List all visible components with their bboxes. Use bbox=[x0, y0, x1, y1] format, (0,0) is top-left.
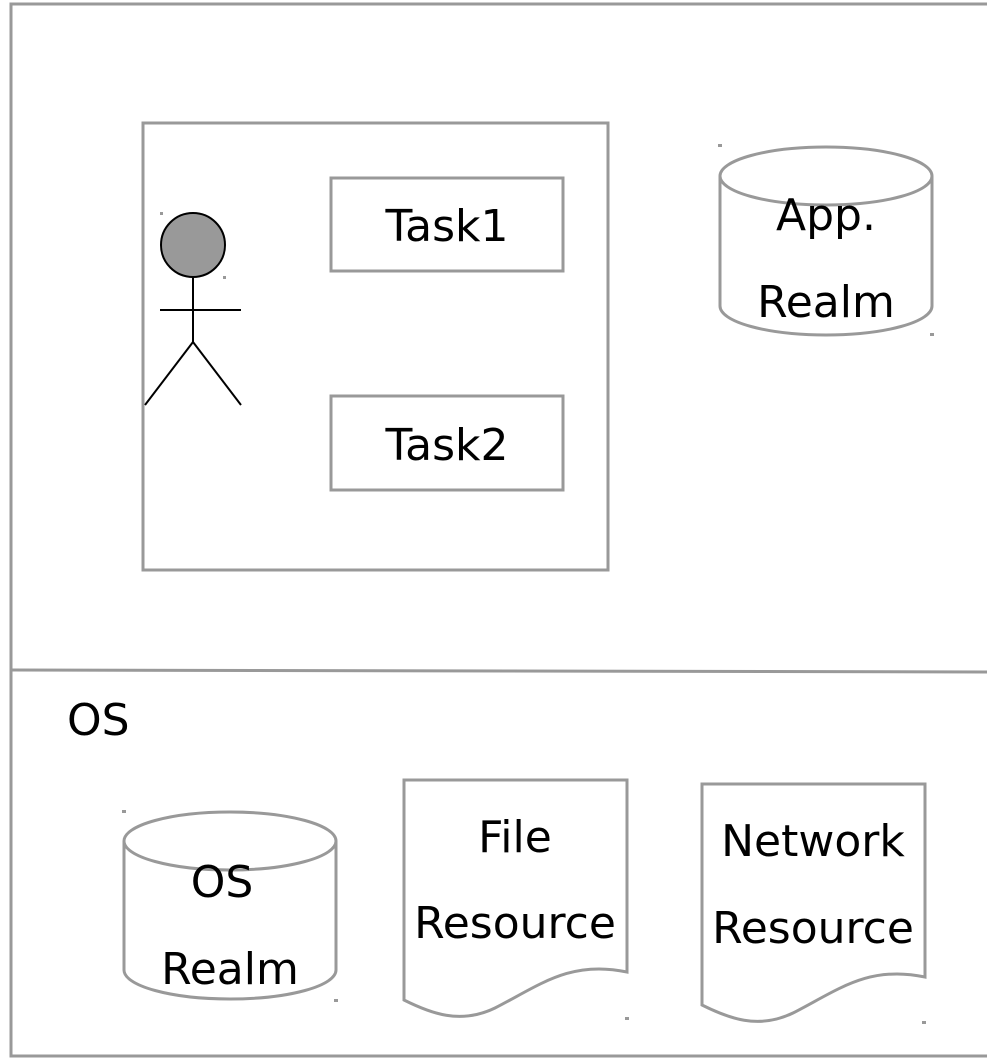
app-realm-top bbox=[718, 145, 934, 207]
task1-box: Task1 bbox=[329, 176, 565, 273]
app-realm-body bbox=[718, 176, 934, 337]
connection-point bbox=[922, 1021, 926, 1024]
connection-point bbox=[122, 810, 126, 813]
connection-point bbox=[625, 1017, 629, 1020]
task1-label: Task1 bbox=[385, 201, 509, 252]
os-realm-label-line1: OS bbox=[191, 857, 254, 908]
actor-left-leg bbox=[144, 341, 194, 406]
os-realm-top bbox=[122, 810, 338, 872]
network-resource-shape bbox=[700, 782, 927, 1023]
application-box bbox=[141, 121, 610, 572]
connection-point bbox=[223, 276, 226, 279]
network-resource-document: Network Resource bbox=[700, 782, 927, 1023]
connection-points bbox=[122, 144, 934, 1024]
os-realm-body bbox=[122, 841, 338, 1001]
actor-right-leg bbox=[192, 341, 242, 406]
app-realm-label-line2: Realm bbox=[757, 277, 895, 328]
app-realm-cylinder: App. Realm bbox=[718, 145, 934, 337]
file-resource-label-line1: File bbox=[478, 812, 552, 863]
network-resource-label-line1: Network bbox=[721, 816, 905, 867]
outer-frame bbox=[9, 2, 987, 1058]
connection-point bbox=[334, 999, 338, 1002]
os-realm-label-line2: Realm bbox=[161, 944, 299, 995]
connection-point bbox=[160, 212, 163, 215]
os-layer-title: OS bbox=[67, 695, 130, 746]
file-resource-shape bbox=[402, 778, 629, 1018]
actor-icon bbox=[144, 212, 242, 406]
task2-label: Task2 bbox=[385, 420, 509, 471]
task1-frame bbox=[329, 176, 565, 273]
task2-frame bbox=[329, 394, 565, 492]
actor-head bbox=[160, 212, 226, 278]
layer-divider bbox=[10, 668, 987, 674]
connection-point bbox=[930, 333, 934, 336]
task2-box: Task2 bbox=[329, 394, 565, 492]
file-resource-document: File Resource bbox=[402, 778, 629, 1018]
file-resource-label-line2: Resource bbox=[414, 898, 616, 949]
app-realm-label-line1: App. bbox=[776, 190, 876, 241]
connection-point bbox=[718, 144, 722, 147]
network-resource-label-line2: Resource bbox=[712, 903, 914, 954]
os-realm-cylinder: OS Realm bbox=[122, 810, 338, 1001]
